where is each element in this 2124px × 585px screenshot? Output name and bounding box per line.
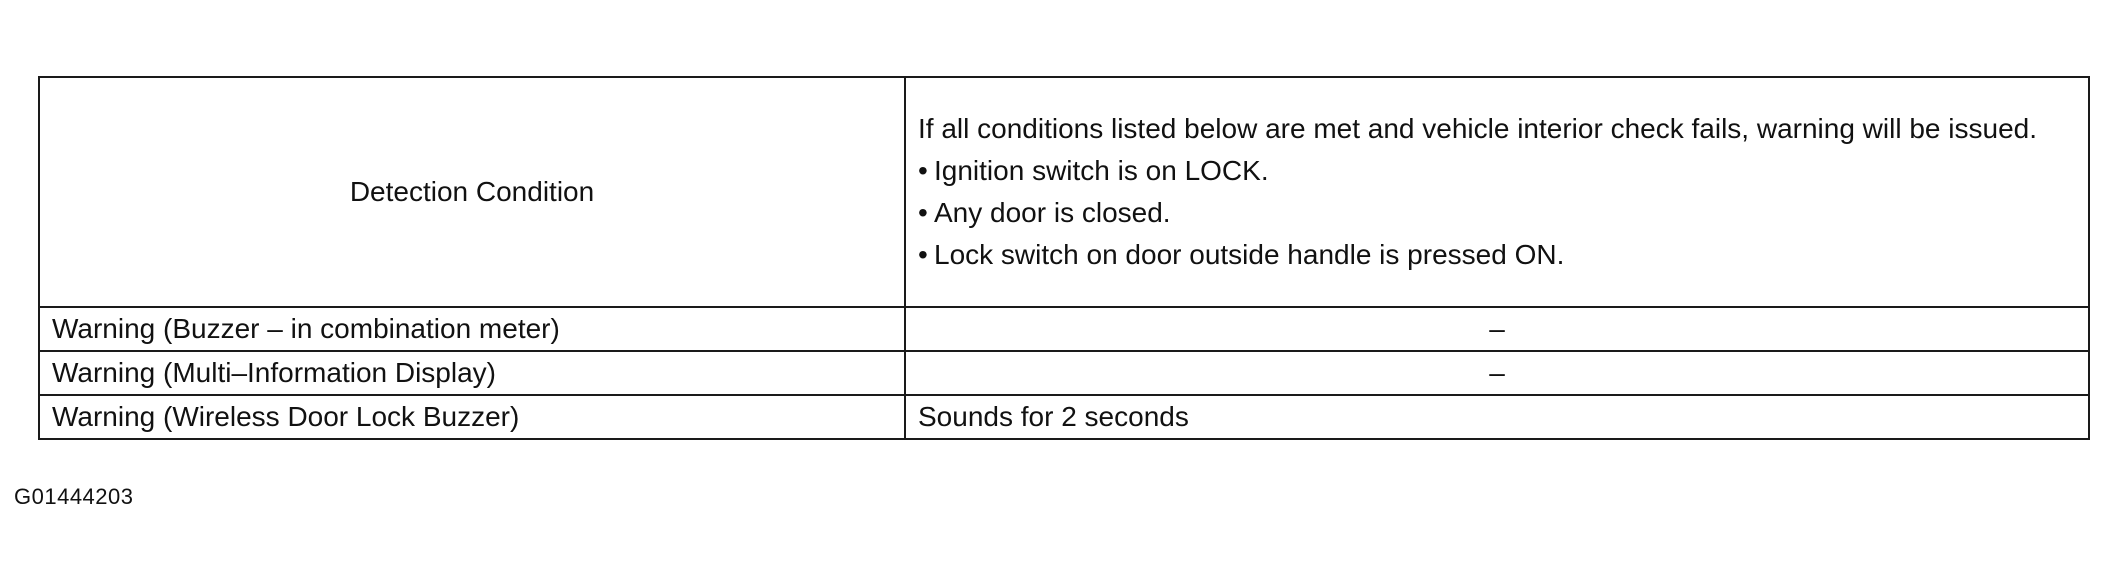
bullet-icon: • [918,155,928,186]
detection-condition-description: If all conditions listed below are met a… [904,76,2090,308]
table-row: Warning (Wireless Door Lock Buzzer) Soun… [38,394,2090,440]
warning-label: Warning (Multi–Information Display) [38,350,906,396]
figure-id: G01444203 [14,484,134,509]
table-row: Warning (Buzzer – in combination meter) … [38,306,2090,352]
condition-text: Any door is closed. [934,197,1171,228]
bullet-icon: • [918,197,928,228]
condition-text: Ignition switch is on LOCK. [934,155,1269,186]
warning-value: Sounds for 2 seconds [904,394,2090,440]
bullet-icon: • [918,239,928,270]
warning-label: Warning (Buzzer – in combination meter) [38,306,906,352]
table-row: Detection Condition If all conditions li… [38,76,2090,308]
condition-item: •Any door is closed. [918,192,2076,234]
condition-text: Lock switch on door outside handle is pr… [934,239,1565,270]
warning-value: – [904,306,2090,352]
warning-label: Warning (Wireless Door Lock Buzzer) [38,394,906,440]
condition-intro: If all conditions listed below are met a… [918,113,2037,144]
condition-item: •Ignition switch is on LOCK. [918,150,2076,192]
detection-condition-table: Detection Condition If all conditions li… [38,76,2090,440]
detection-condition-label: Detection Condition [38,76,906,308]
warning-value: – [904,350,2090,396]
condition-item: •Lock switch on door outside handle is p… [918,234,2076,276]
table-row: Warning (Multi–Information Display) – [38,350,2090,396]
